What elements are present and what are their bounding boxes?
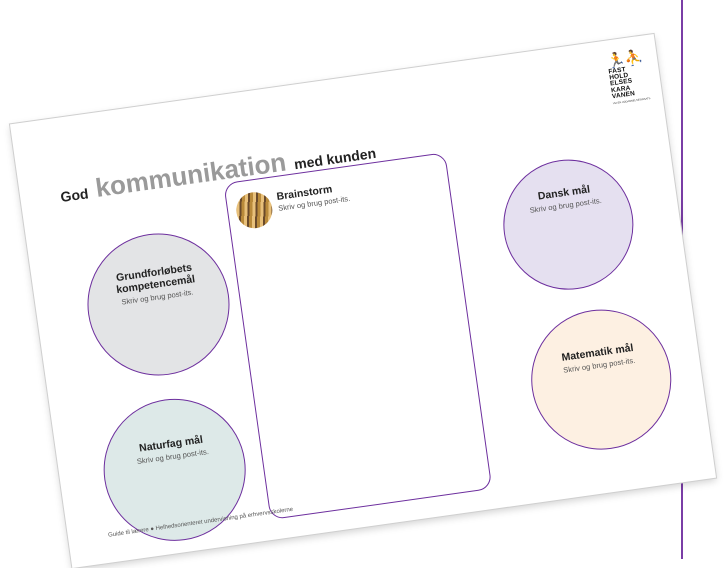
brainstorm-box[interactable]: Brainstorm Skriv og brug post-its. <box>223 152 493 520</box>
grundforloeb-circle[interactable]: Grundforløbets kompetencemål Skriv og br… <box>78 224 239 385</box>
matematik-circle[interactable]: Matematik mål Skriv og brug post-its. <box>522 300 681 459</box>
brand-logo: 🏃⛹ FAST HOLD ELSES KARA VANEN VIA EN UDD… <box>606 49 653 105</box>
title-prefix: God <box>59 185 90 205</box>
brainstorm-photo <box>233 189 275 231</box>
footer-bullet: ● <box>150 526 155 533</box>
footer-left: Guide til lærere <box>107 527 150 539</box>
dansk-circle[interactable]: Dansk mål Skriv og brug post-its. <box>494 151 642 299</box>
worksheet-page: 🏃⛹ FAST HOLD ELSES KARA VANEN VIA EN UDD… <box>9 33 717 568</box>
